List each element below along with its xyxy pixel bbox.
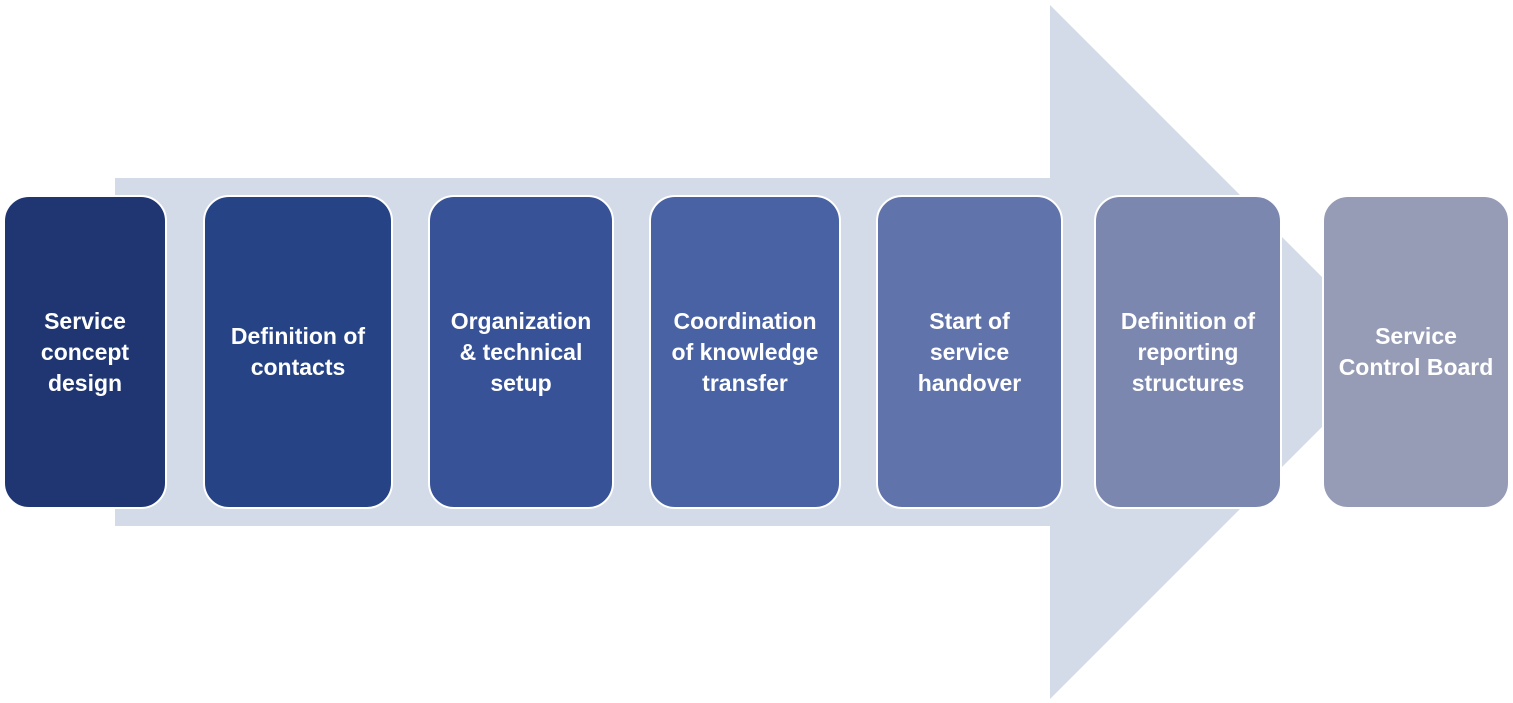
step-service-concept-design: Service concept design — [3, 195, 167, 509]
step-label: Definition of contacts — [230, 323, 366, 380]
step-label: Definition of reporting structures — [1120, 307, 1256, 396]
step-start-of-service-handover: Start of service handover — [876, 195, 1063, 509]
step-organization-technical-setup: Organization & technical setup — [428, 195, 614, 509]
step-definition-of-reporting-structures: Definition of reporting structures — [1094, 195, 1282, 509]
step-label: Organization & technical setup — [450, 307, 592, 396]
step-label: Coordination of knowledge transfer — [671, 307, 819, 396]
step-definition-of-contacts: Definition of contacts — [203, 195, 393, 509]
step-label: Service concept design — [40, 307, 130, 396]
step-label: Service Control Board — [1338, 323, 1494, 380]
step-service-control-board: Service Control Board — [1322, 195, 1510, 509]
step-label: Start of service handover — [917, 307, 1022, 396]
step-coordination-of-knowledge-transfer: Coordination of knowledge transfer — [649, 195, 841, 509]
